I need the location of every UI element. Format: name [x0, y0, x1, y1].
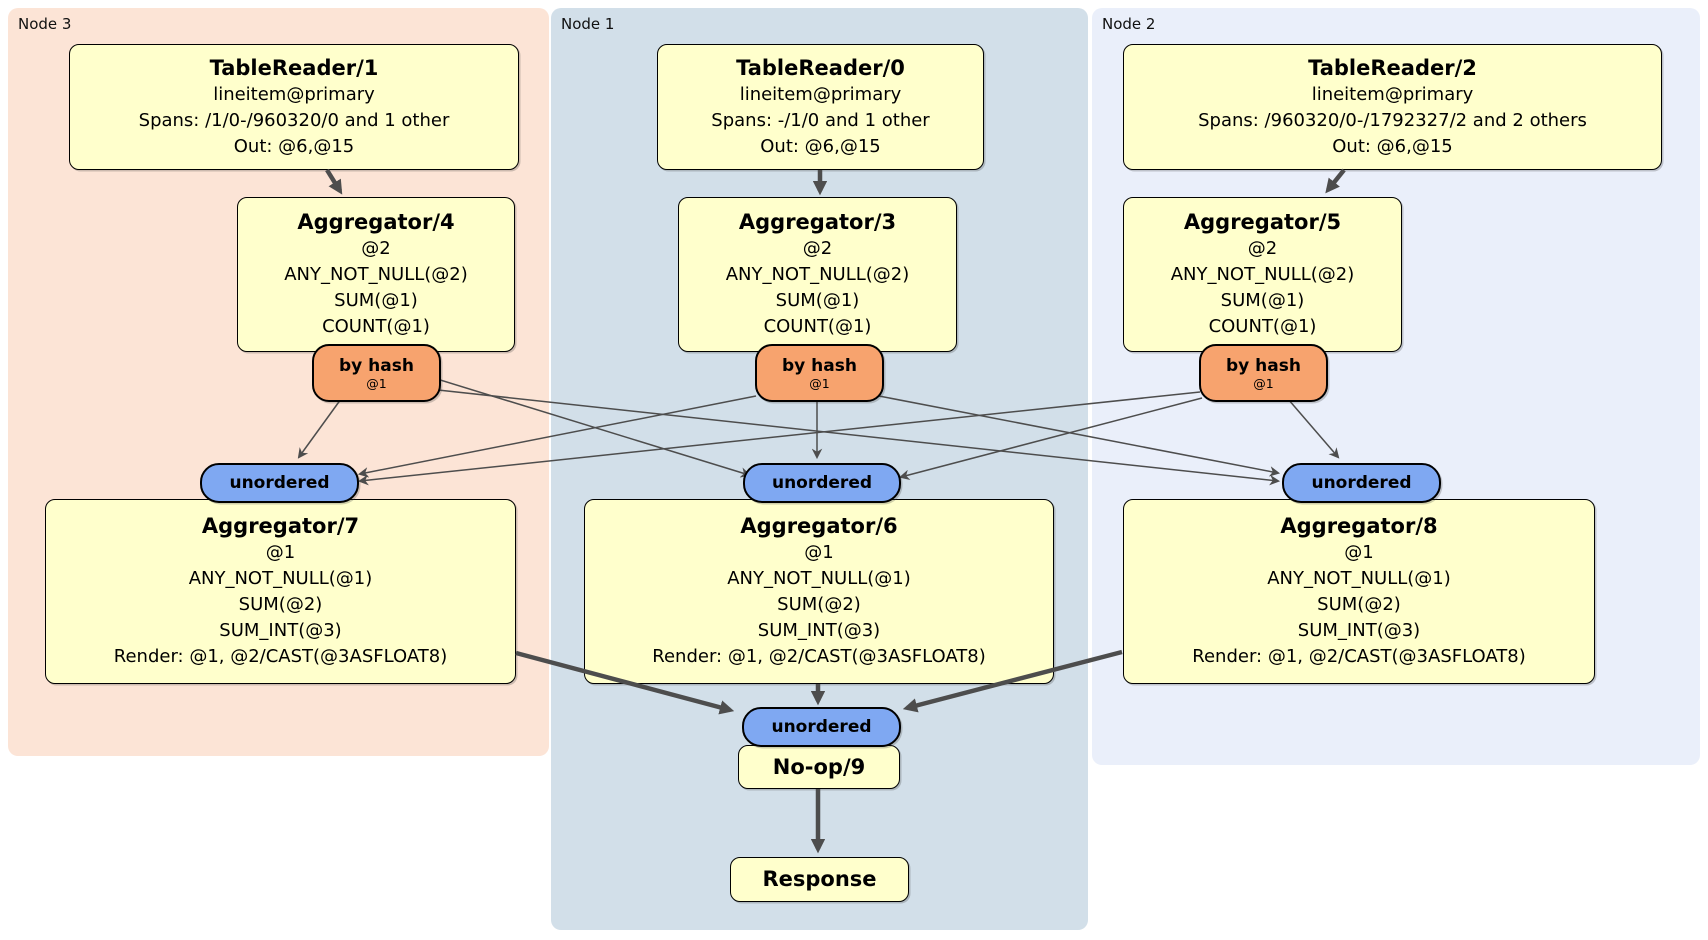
processor-title: Response — [762, 867, 877, 891]
processor-title: Aggregator/7 — [201, 514, 360, 538]
router-key: @1 — [366, 375, 387, 391]
processor-detail: SUM_INT(@3) — [757, 620, 881, 641]
processor-title: Aggregator/5 — [1183, 210, 1342, 234]
processor-aggregator-7: Aggregator/7 @1 ANY_NOT_NULL(@1) SUM(@2)… — [45, 499, 516, 684]
processor-aggregator-4: Aggregator/4 @2 ANY_NOT_NULL(@2) SUM(@1)… — [237, 197, 515, 352]
router-by-hash-right: by hash @1 — [1199, 344, 1328, 402]
router-key: @1 — [809, 375, 830, 391]
processor-detail: SUM(@1) — [334, 290, 418, 311]
router-label: by hash — [339, 355, 414, 376]
processor-title: Aggregator/6 — [740, 514, 898, 538]
processor-detail: lineitem@primary — [213, 83, 375, 105]
processor-detail: @2 — [361, 238, 391, 259]
processor-detail: lineitem@primary — [1311, 83, 1474, 105]
processor-detail: Out: @6,@15 — [1332, 135, 1453, 157]
router-by-hash-mid: by hash @1 — [755, 344, 884, 402]
sync-label: unordered — [771, 717, 872, 737]
processor-detail: SUM_INT(@3) — [1297, 620, 1421, 641]
processor-detail: ANY_NOT_NULL(@2) — [1170, 264, 1355, 285]
router-label: by hash — [1226, 355, 1301, 376]
processor-detail: ANY_NOT_NULL(@2) — [284, 264, 468, 285]
processor-detail: SUM(@1) — [775, 290, 860, 311]
processor-detail: Out: @6,@15 — [233, 135, 355, 157]
sync-unordered-final: unordered — [742, 707, 901, 747]
processor-detail: SUM(@2) — [777, 594, 861, 615]
processor-detail: Spans: /960320/0-/1792327/2 and 2 others — [1198, 109, 1587, 131]
processor-title: TableReader/0 — [736, 55, 905, 80]
processor-detail: Render: @1, @2/CAST(@3ASFLOAT8) — [1192, 646, 1526, 667]
processor-title: Aggregator/4 — [297, 210, 455, 234]
processor-aggregator-6: Aggregator/6 @1 ANY_NOT_NULL(@1) SUM(@2)… — [584, 499, 1054, 684]
processor-detail: Render: @1, @2/CAST(@3ASFLOAT8) — [652, 646, 986, 667]
processor-title: No-op/9 — [772, 754, 866, 779]
processor-detail: COUNT(@1) — [322, 316, 430, 337]
processor-response: Response — [730, 857, 909, 902]
processor-title: Aggregator/8 — [1280, 514, 1438, 538]
processor-detail: @2 — [802, 238, 833, 259]
sync-unordered-left: unordered — [200, 463, 359, 503]
sync-label: unordered — [771, 473, 873, 493]
processor-detail: ANY_NOT_NULL(@1) — [727, 568, 911, 589]
processor-detail: Spans: -/1/0 and 1 other — [711, 109, 930, 131]
sync-label: unordered — [229, 473, 330, 493]
processor-detail: @1 — [1344, 542, 1374, 563]
processor-tablereader-0: TableReader/0 lineitem@primary Spans: -/… — [657, 44, 984, 170]
panel-node2-label: Node 2 — [1102, 15, 1156, 33]
processor-detail: @2 — [1247, 238, 1278, 259]
sync-unordered-mid: unordered — [743, 463, 901, 503]
processor-title: TableReader/2 — [1308, 55, 1477, 80]
processor-title: TableReader/1 — [209, 55, 379, 80]
processor-detail: SUM(@1) — [1220, 290, 1305, 311]
sync-label: unordered — [1311, 473, 1412, 493]
sync-unordered-right: unordered — [1282, 463, 1441, 503]
processor-aggregator-3: Aggregator/3 @2 ANY_NOT_NULL(@2) SUM(@1)… — [678, 197, 957, 352]
processor-detail: Out: @6,@15 — [760, 135, 881, 157]
processor-aggregator-5: Aggregator/5 @2 ANY_NOT_NULL(@2) SUM(@1)… — [1123, 197, 1402, 352]
processor-noop-9: No-op/9 — [738, 745, 900, 789]
processor-detail: ANY_NOT_NULL(@2) — [725, 264, 910, 285]
processor-title: Aggregator/3 — [738, 210, 897, 234]
processor-detail: COUNT(@1) — [763, 316, 872, 337]
processor-detail: SUM_INT(@3) — [219, 620, 342, 641]
router-by-hash-left: by hash @1 — [312, 344, 441, 402]
processor-detail: ANY_NOT_NULL(@1) — [188, 568, 373, 589]
panel-node3-label: Node 3 — [18, 15, 72, 33]
processor-detail: lineitem@primary — [739, 83, 902, 105]
processor-detail: ANY_NOT_NULL(@1) — [1267, 568, 1451, 589]
panel-node1-label: Node 1 — [561, 15, 615, 33]
processor-detail: Spans: /1/0-/960320/0 and 1 other — [138, 109, 450, 131]
processor-detail: Render: @1, @2/CAST(@3ASFLOAT8) — [113, 646, 448, 667]
router-label: by hash — [782, 355, 857, 376]
processor-detail: @1 — [265, 542, 296, 563]
processor-tablereader-1: TableReader/1 lineitem@primary Spans: /1… — [69, 44, 519, 170]
processor-detail: COUNT(@1) — [1208, 316, 1317, 337]
processor-detail: SUM(@2) — [1317, 594, 1401, 615]
processor-aggregator-8: Aggregator/8 @1 ANY_NOT_NULL(@1) SUM(@2)… — [1123, 499, 1595, 684]
processor-tablereader-2: TableReader/2 lineitem@primary Spans: /9… — [1123, 44, 1662, 170]
processor-detail: @1 — [804, 542, 834, 563]
processor-detail: SUM(@2) — [238, 594, 323, 615]
router-key: @1 — [1253, 375, 1274, 391]
